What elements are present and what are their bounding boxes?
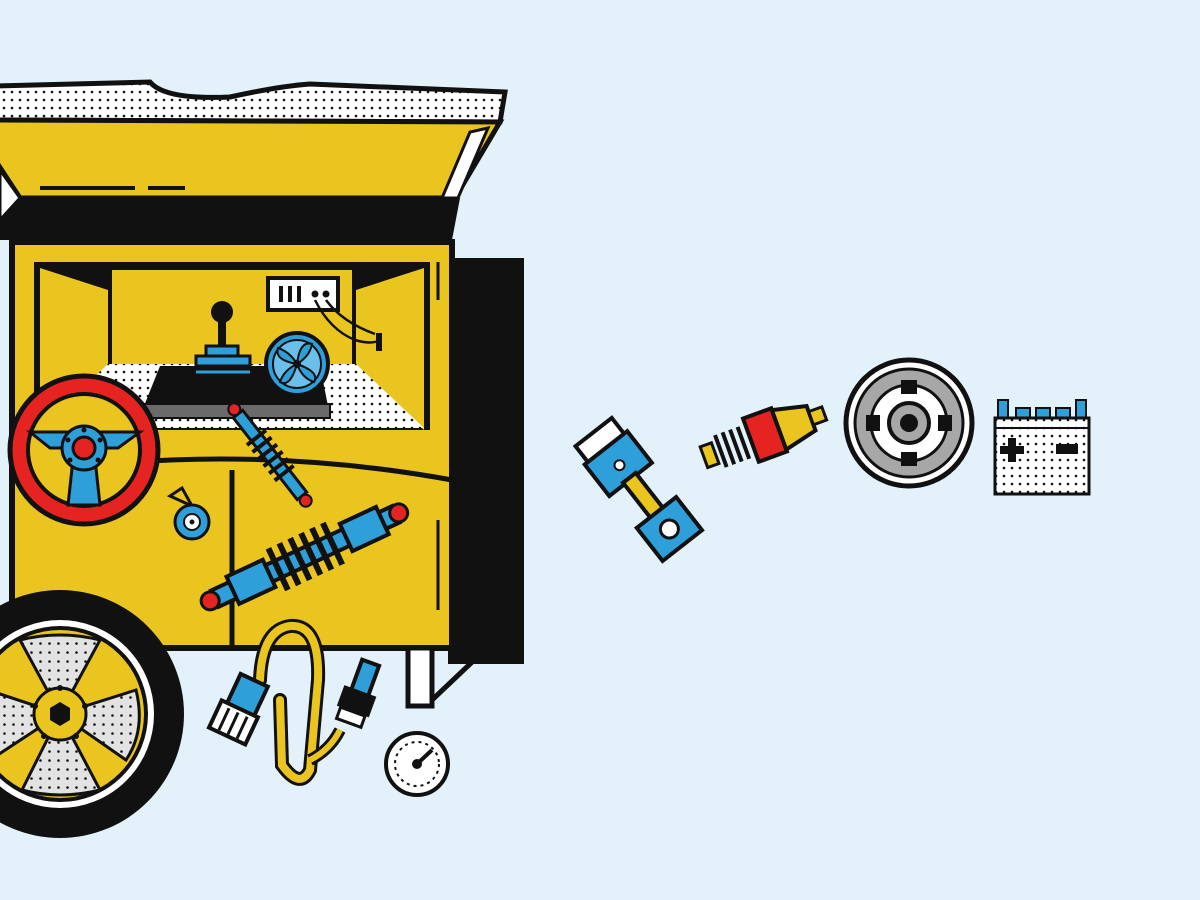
piston-icon bbox=[572, 415, 705, 564]
fan-icon bbox=[264, 331, 330, 397]
battery-icon bbox=[993, 399, 1091, 496]
cable-icon bbox=[206, 619, 382, 786]
outlet-panel-icon bbox=[266, 276, 382, 351]
shock-absorber-icon bbox=[199, 502, 410, 612]
gauge-icon bbox=[384, 731, 450, 797]
steering-wheel-icon bbox=[7, 373, 161, 527]
wheel-icon bbox=[0, 590, 184, 838]
joystick-icon bbox=[194, 301, 252, 374]
spark-plug-icon bbox=[698, 403, 829, 470]
brake-disc-icon bbox=[843, 357, 975, 489]
turbo-icon bbox=[166, 485, 211, 541]
shock-absorber-icon bbox=[227, 402, 313, 508]
